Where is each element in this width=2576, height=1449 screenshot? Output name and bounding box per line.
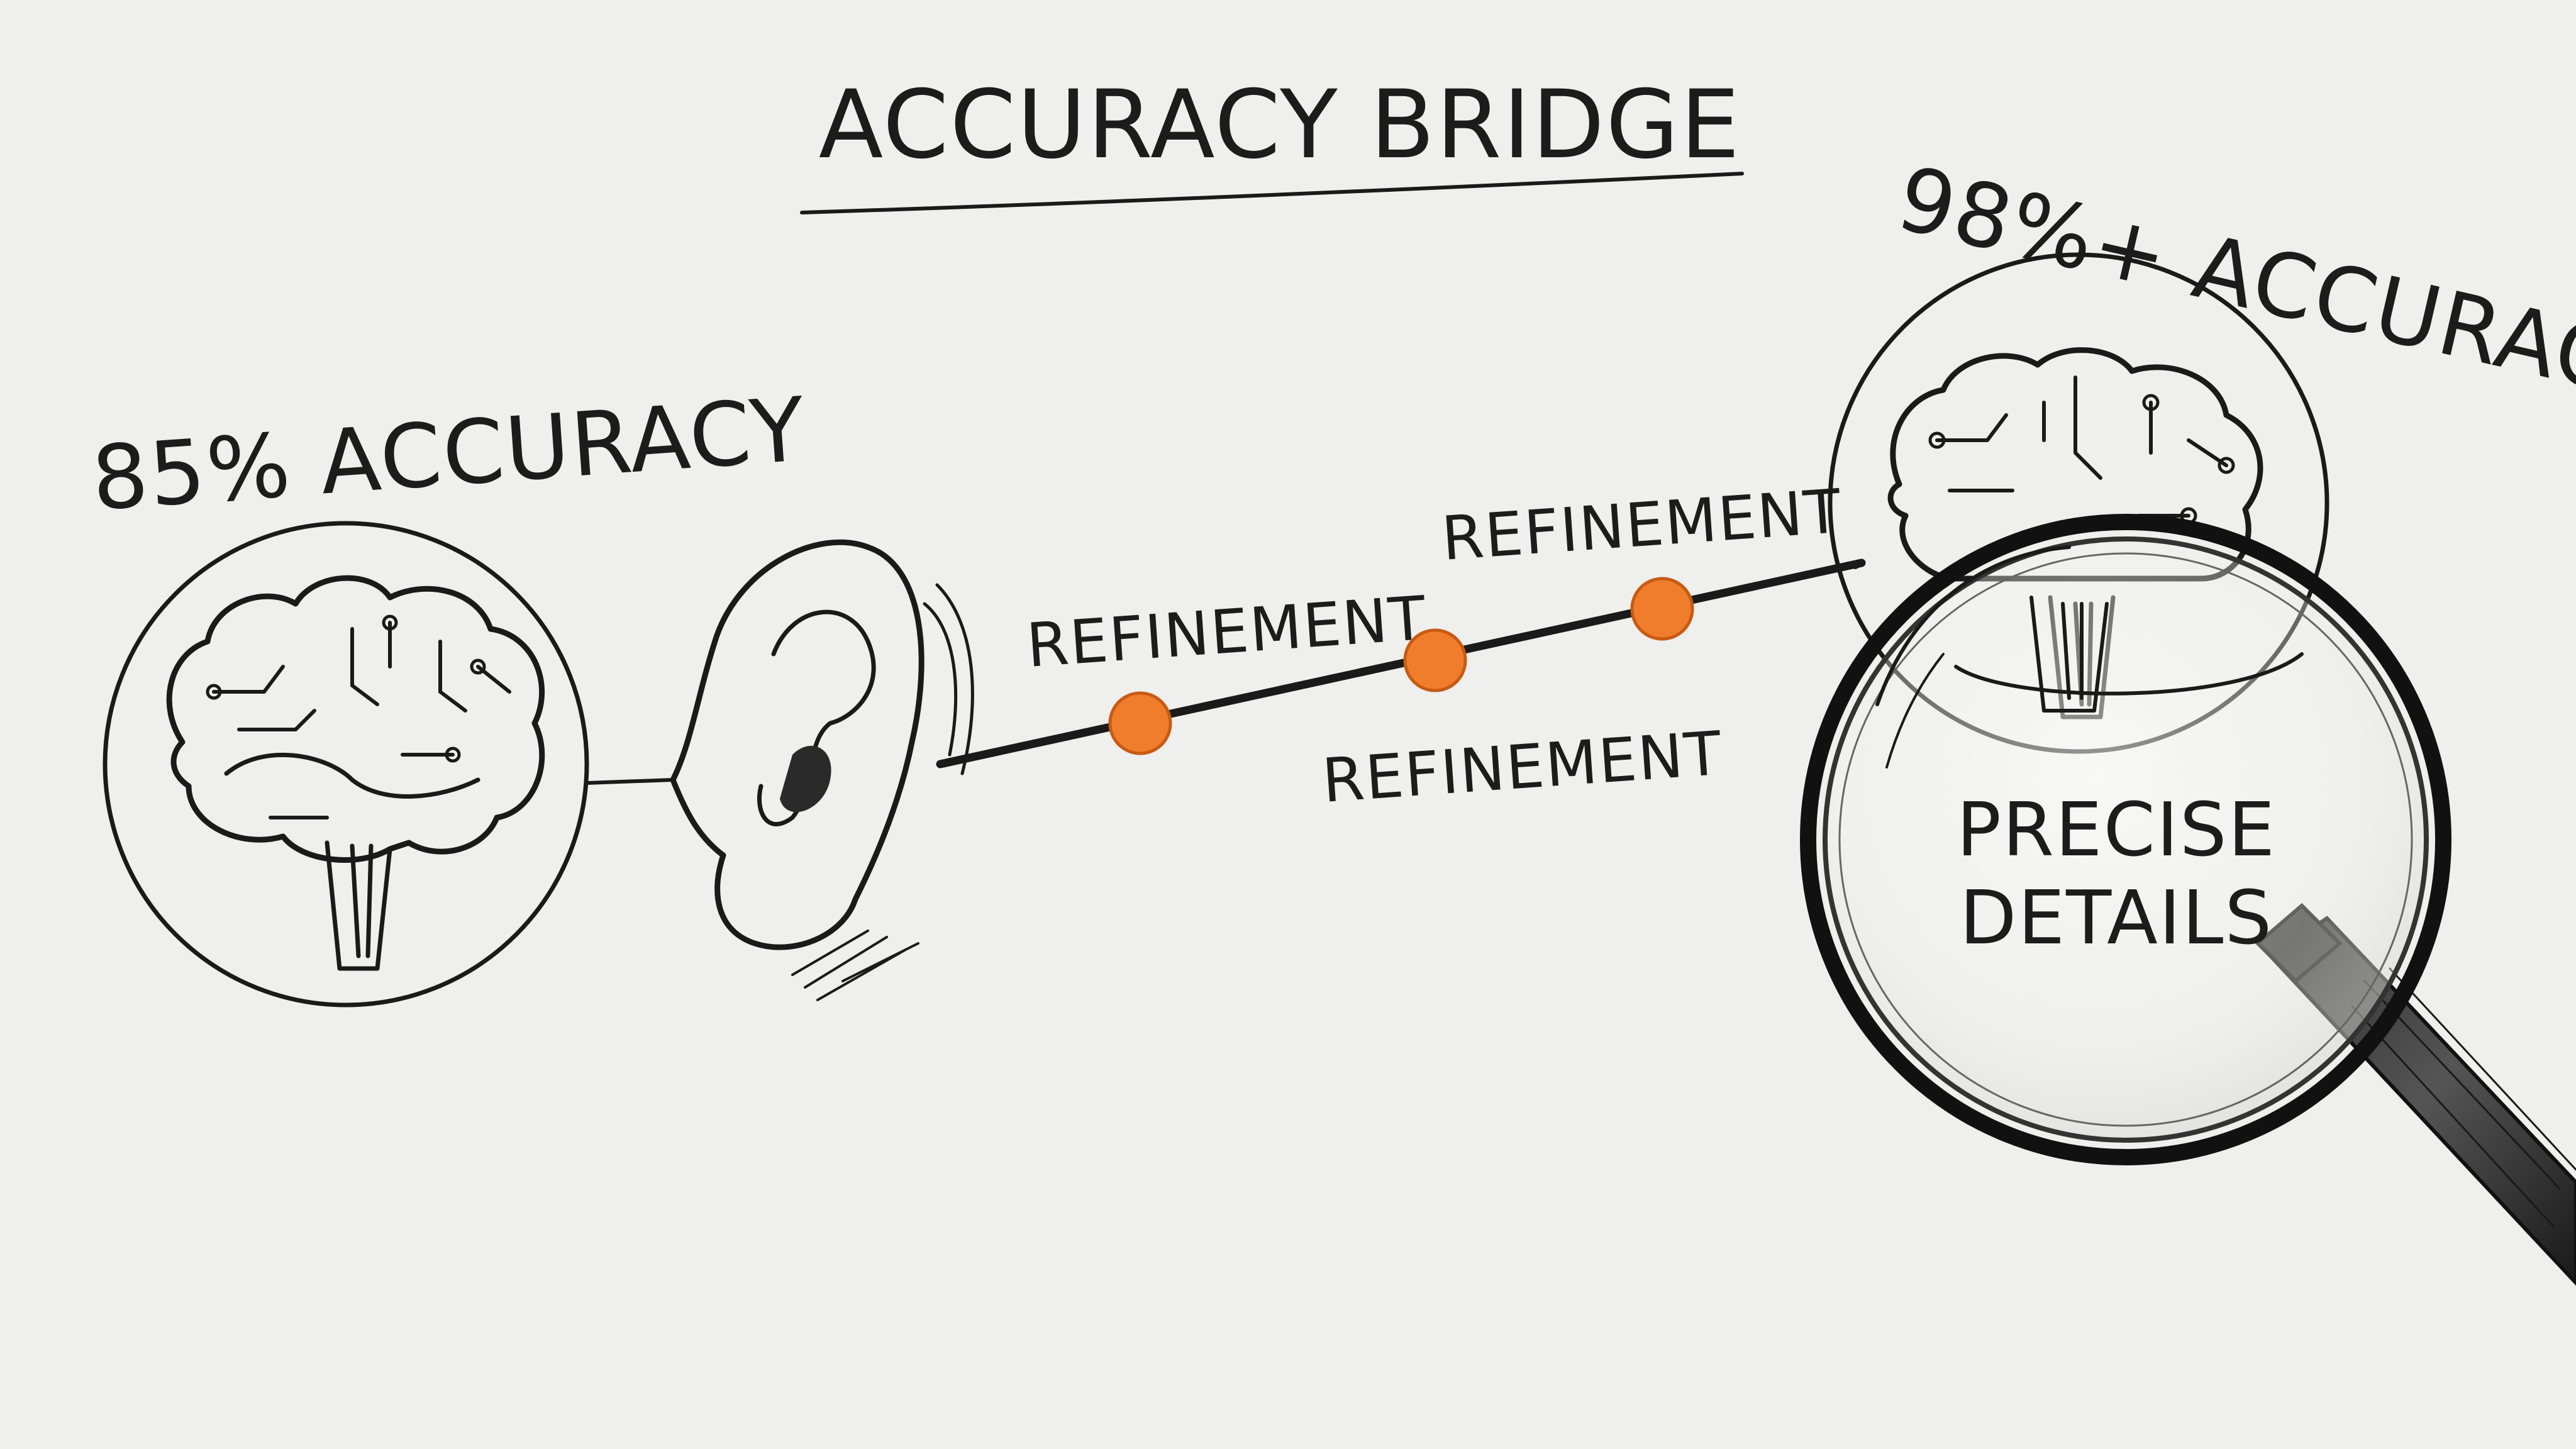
magnifier-line-1: PRECISE: [1957, 786, 2276, 873]
refinement-label-2: REFINEMENT: [1320, 718, 1725, 816]
magnifying-glass-icon: [1800, 514, 2576, 1286]
refinement-label-1: REFINEMENT: [1024, 583, 1430, 681]
start-accuracy-label: 85% ACCURACY: [89, 379, 809, 531]
bridge-end: [1852, 560, 1865, 569]
start-brain-icon: [103, 521, 589, 1008]
refinement-node-1: [1108, 691, 1172, 755]
ear-icon: [670, 539, 974, 1001]
magnifier-line-2: DETAILS: [1960, 874, 2273, 961]
refinement-node-3: [1630, 577, 1694, 641]
refinement-node-2: [1403, 628, 1467, 692]
bridge-line: [936, 558, 1866, 769]
title-underline: [800, 172, 1744, 214]
end-accuracy-label: 98%+ ACCURACY: [1888, 147, 2576, 425]
diagram-title: ACCURACY BRIDGE: [819, 70, 1741, 180]
refinement-label-3: REFINEMENT: [1440, 476, 1845, 574]
brain-ear-connector: [585, 778, 675, 785]
